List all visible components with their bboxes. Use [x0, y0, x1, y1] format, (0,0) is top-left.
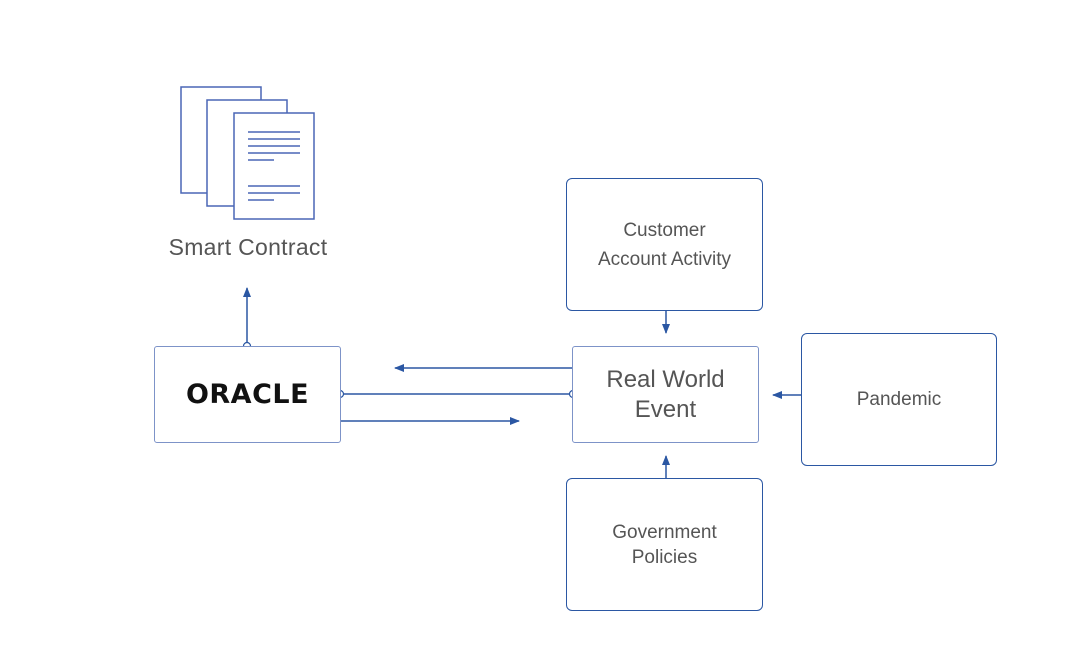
- connector-oracle-event: [335, 389, 578, 399]
- real-world-event-label: Real World Event: [606, 365, 724, 425]
- arrow-oracle-to-smart-contract: [242, 287, 252, 351]
- oracle-box: ORACLE: [154, 346, 341, 443]
- real-world-event-line2: Event: [634, 395, 697, 423]
- government-policies-box: Government Policies: [566, 478, 763, 611]
- document-stack-icon: [180, 86, 315, 220]
- smart-contract-label: Smart Contract: [168, 234, 328, 260]
- customer-account-activity-box: Customer Account Activity: [566, 178, 763, 311]
- real-world-event-line1: Real World: [606, 365, 725, 393]
- government-policies-line2: Policies: [631, 546, 698, 568]
- customer-activity-line1: Customer: [623, 219, 706, 241]
- pandemic-label: Pandemic: [856, 389, 942, 410]
- real-world-event-box: Real World Event: [572, 346, 759, 443]
- pandemic-box: Pandemic: [801, 333, 997, 466]
- government-policies-line1: Government: [612, 521, 717, 543]
- customer-activity-line2: Account Activity: [597, 248, 732, 270]
- government-policies-label: Government Policies: [612, 520, 717, 570]
- oracle-label: ORACLE: [185, 379, 310, 410]
- customer-account-activity-label: Customer Account Activity: [598, 216, 731, 274]
